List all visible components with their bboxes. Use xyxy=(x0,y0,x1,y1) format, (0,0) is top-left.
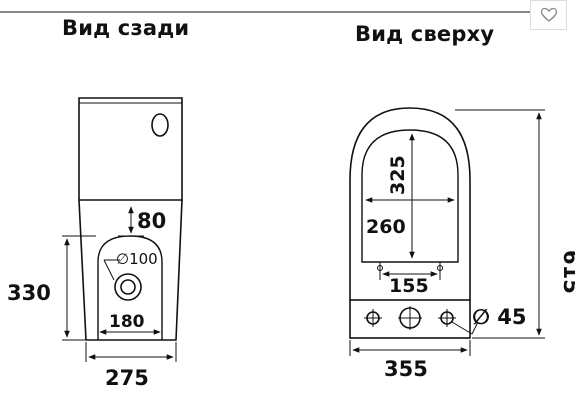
rear-view-dimensions xyxy=(62,206,177,362)
dim-mount-hole-diameter: ∅ 45 xyxy=(472,305,527,329)
pipe-outer xyxy=(114,273,142,301)
bowl-outer xyxy=(349,107,471,300)
pipe-inner xyxy=(120,279,136,295)
dim-tank-width: 355 xyxy=(384,357,428,381)
tank-hole xyxy=(151,113,169,137)
dim-total-length: 615 xyxy=(559,250,575,294)
bowl-outline xyxy=(78,199,183,341)
dim-inner-width: 180 xyxy=(109,312,145,332)
tank-outline xyxy=(78,97,183,201)
mount-hole-crosshairs xyxy=(364,306,456,330)
dim-base-width: 275 xyxy=(105,366,149,390)
dim-seat-width: 260 xyxy=(366,216,406,238)
dim-pipe-diameter: ∅100 xyxy=(116,250,158,268)
dim-pipe-offset: 80 xyxy=(137,209,166,233)
rear-view-title: Вид сзади xyxy=(62,16,190,40)
dim-hinge-spacing: 155 xyxy=(389,275,429,297)
seat-inner xyxy=(361,129,459,263)
top-view-dimensions xyxy=(349,109,545,356)
top-view-title: Вид сверху xyxy=(355,22,495,46)
dim-outlet-height: 330 xyxy=(7,281,51,305)
heart-outline-icon xyxy=(540,7,557,22)
dim-seat-length: 325 xyxy=(387,155,409,195)
rear-view-drawing xyxy=(78,97,183,341)
tank-rect xyxy=(349,299,471,339)
favorite-button[interactable] xyxy=(530,0,567,30)
